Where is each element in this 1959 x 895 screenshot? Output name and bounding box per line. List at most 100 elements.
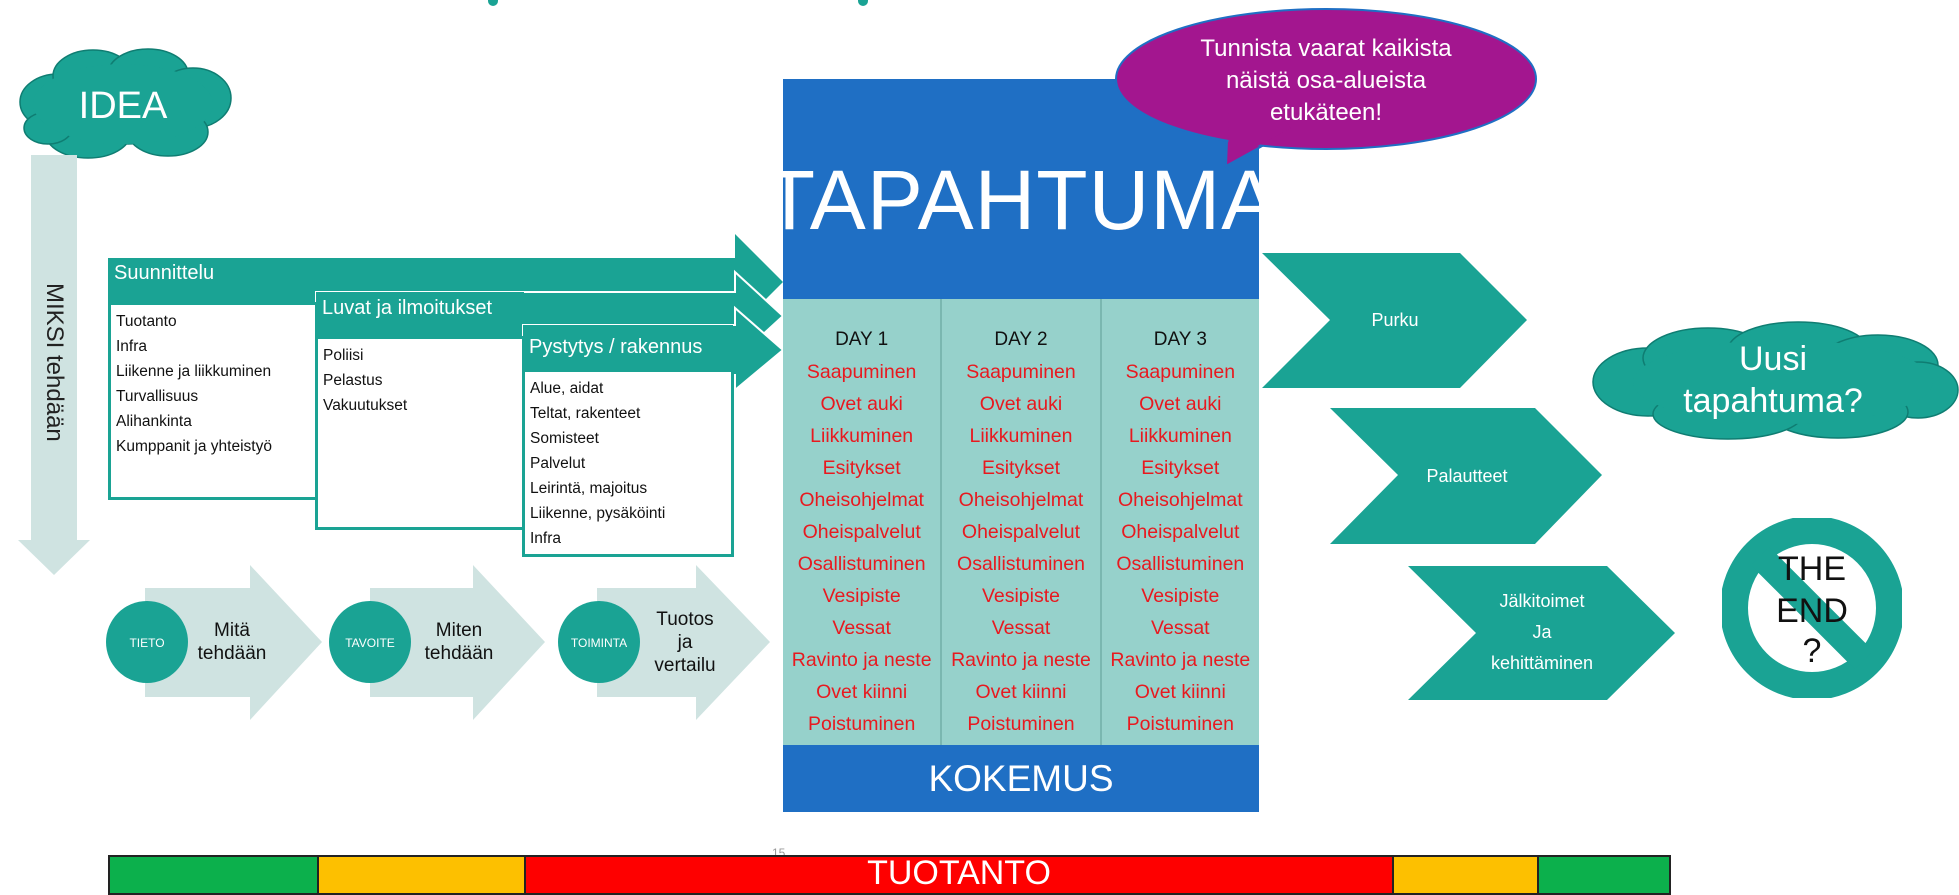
list-item: Poliisi <box>323 347 364 364</box>
end-line: THE <box>1778 550 1846 588</box>
bubble-line: Tunnista vaarat kaikista <box>1200 35 1452 62</box>
process-text-line: Miten <box>436 620 482 641</box>
new-event-cloud: Uusi tapahtuma? <box>1592 321 1959 440</box>
day-item: Liikkuminen <box>1128 425 1232 447</box>
day-column-2: DAY 2 Saapuminen Ovet auki Liikkuminen E… <box>940 299 1099 745</box>
end-line: ? <box>1803 632 1822 670</box>
bubble-line: etukäteen! <box>1270 99 1382 126</box>
process-circle-toiminta: TOIMINTA <box>571 636 627 650</box>
process-circle-tieto: TIETO <box>129 636 164 650</box>
day-item: Ravinto ja neste <box>791 649 932 671</box>
planning-header-suunnittelu: Suunnittelu <box>108 258 316 288</box>
day-item: Osallistuminen <box>1116 553 1245 575</box>
end-line: END <box>1776 592 1848 630</box>
planning-header-luvat: Luvat ja ilmoitukset <box>316 292 524 324</box>
planning-list-pystytys: Alue, aidat Teltat, rakenteet Somisteet … <box>522 369 734 557</box>
title-fragment <box>0 0 1959 14</box>
day-item: Oheispalvelut <box>1121 521 1240 543</box>
day-item: Vesipiste <box>981 585 1061 607</box>
day-column-3: DAY 3 Saapuminen Ovet auki Liikkuminen E… <box>1099 299 1259 745</box>
list-item: Liikenne, pysäköinti <box>530 505 666 522</box>
day-item: Liikkuminen <box>969 425 1073 447</box>
process-steps: TIETO TAVOITE TOIMINTA Mitä tehdään Mite… <box>106 565 770 720</box>
day-item: Oheispalvelut <box>802 521 921 543</box>
phase-label: TUOTANTO <box>867 854 1051 892</box>
day-item: Vesipiste <box>1141 585 1220 607</box>
phase-segment-green <box>110 857 319 893</box>
process-text-line: vertailu <box>654 655 715 676</box>
after-event-steps: Purku Palautteet Jälkitoimet Ja kehittäm… <box>1262 253 1675 700</box>
day-item: Ovet kiinni <box>816 681 908 703</box>
list-item: Vakuutukset <box>323 397 408 414</box>
list-item: Liikenne ja liikkuminen <box>116 363 272 380</box>
speech-bubble: Tunnista vaarat kaikista näistä osa-alue… <box>1115 8 1537 168</box>
day-item: Ovet kiinni <box>975 681 1067 703</box>
day-item: Liikkuminen <box>810 425 914 447</box>
day-title: DAY 2 <box>994 329 1048 350</box>
day-item: Esitykset <box>822 457 901 479</box>
process-text-line: tehdään <box>425 643 494 664</box>
process-circle-tavoite: TAVOITE <box>345 636 395 650</box>
day-item: Ravinto ja neste <box>951 649 1091 671</box>
the-end-sign: THE END ? <box>1722 518 1902 698</box>
day-item: Oheisohjelmat <box>799 489 924 511</box>
list-item: Pelastus <box>323 372 383 389</box>
list-item: Infra <box>530 530 562 547</box>
day-item: Ovet auki <box>1139 393 1222 415</box>
planning-list-suunnittelu: Tuotanto Infra Liikenne ja liikkuminen T… <box>108 302 318 500</box>
day-item: Saapuminen <box>966 361 1076 383</box>
event-days-grid: DAY 1 Saapuminen Ovet auki Liikkuminen E… <box>783 299 1259 745</box>
day-column-1: DAY 1 Saapuminen Ovet auki Liikkuminen E… <box>783 299 940 745</box>
day-item: Oheisohjelmat <box>1117 489 1243 511</box>
idea-cloud: IDEA <box>19 48 232 159</box>
day-item: Vessat <box>832 617 891 639</box>
day-item: Esitykset <box>1141 457 1220 479</box>
process-text-line: ja <box>677 632 693 653</box>
day-item: Esitykset <box>981 457 1060 479</box>
bubble-line: näistä osa-alueista <box>1226 67 1427 94</box>
list-item: Kumppanit ja yhteistyö <box>116 438 272 455</box>
day-item: Poistuminen <box>967 713 1075 735</box>
day-item: Ovet auki <box>979 393 1063 415</box>
day-item: Osallistuminen <box>957 553 1085 575</box>
list-item: Palvelut <box>530 455 586 472</box>
day-item: Oheisohjelmat <box>958 489 1084 511</box>
day-item: Poistuminen <box>1126 713 1234 735</box>
list-item: Infra <box>116 338 148 355</box>
day-item: Osallistuminen <box>797 553 926 575</box>
process-text-line: tehdään <box>198 643 267 664</box>
process-text-line: Tuotos <box>656 609 713 630</box>
after-step-label: Palautteet <box>1426 466 1507 486</box>
phase-segment-red: TUOTANTO <box>526 854 1394 893</box>
day-item: Vessat <box>991 617 1051 639</box>
day-title: DAY 1 <box>835 329 889 350</box>
day-title: DAY 3 <box>1153 329 1207 350</box>
list-item: Somisteet <box>530 430 599 447</box>
day-item: Saapuminen <box>1125 361 1236 383</box>
event-footer: KOKEMUS <box>783 745 1259 812</box>
planning-header-pystytys: Pystytys / rakennus <box>523 325 733 369</box>
day-item: Saapuminen <box>806 361 917 383</box>
process-text-line: Mitä <box>214 620 250 641</box>
new-event-line: Uusi <box>1739 340 1807 378</box>
phase-segment-green <box>1539 857 1669 893</box>
phase-segment-yellow <box>319 857 526 893</box>
after-step-label: Purku <box>1371 310 1418 330</box>
day-item: Vesipiste <box>822 585 901 607</box>
day-item: Ovet auki <box>820 393 903 415</box>
miksi-label: MIKSI tehdään <box>41 283 68 442</box>
planning-list-luvat: Poliisi Pelastus Vakuutukset <box>315 336 525 530</box>
list-item: Turvallisuus <box>116 388 199 405</box>
phase-bar: TUOTANTO <box>108 854 1671 895</box>
miksi-down-arrow <box>18 155 90 575</box>
day-item: Vessat <box>1151 617 1210 639</box>
phase-segment-yellow <box>1394 857 1539 893</box>
new-event-line: tapahtuma? <box>1683 382 1863 420</box>
day-item: Poistuminen <box>808 713 916 735</box>
day-item: Ravinto ja neste <box>1110 649 1251 671</box>
idea-label: IDEA <box>79 85 168 127</box>
list-item: Alihankinta <box>116 413 192 430</box>
after-step-label: Ja <box>1532 622 1552 642</box>
day-item: Ovet kiinni <box>1134 681 1226 703</box>
list-item: Teltat, rakenteet <box>530 405 641 422</box>
